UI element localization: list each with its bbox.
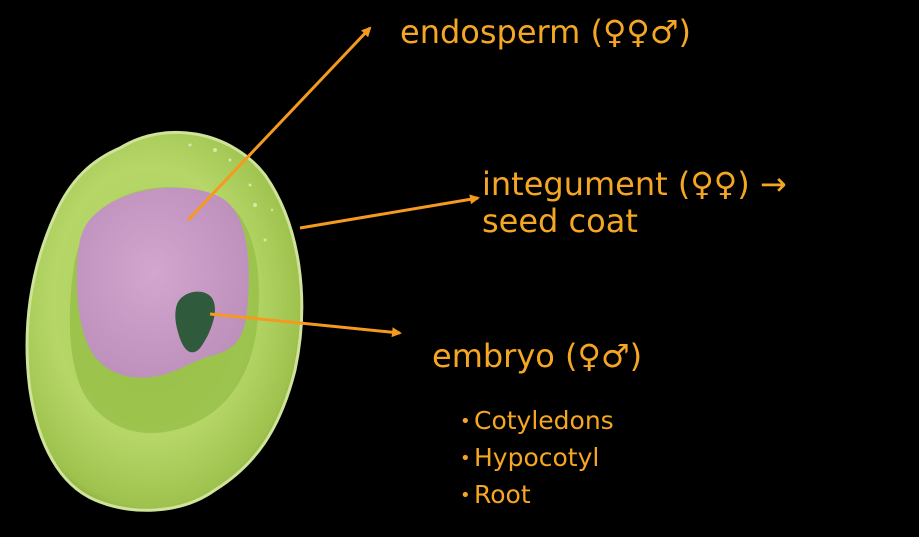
endosperm-arrow xyxy=(188,28,370,220)
embryo-parts-list: Cotyledons Hypocotyl Root xyxy=(460,403,614,514)
integument-symbols: ♀♀ xyxy=(690,165,737,203)
right-arrow-icon: → xyxy=(760,165,787,203)
endosperm-label: endosperm (♀♀♂) xyxy=(400,14,691,51)
embryo-symbols: ♀♂ xyxy=(578,337,630,375)
integument-open-paren: ( xyxy=(678,165,690,203)
embryo-part-root: Root xyxy=(460,477,614,514)
endosperm-name: endosperm xyxy=(400,13,580,51)
integument-label: integument (♀♀) → seed coat xyxy=(482,166,787,240)
integument-result: seed coat xyxy=(482,203,787,240)
endosperm-symbols: ♀♀♂ xyxy=(603,13,679,51)
embryo-open-paren: ( xyxy=(565,337,577,375)
endosperm-close-paren: ) xyxy=(679,13,691,51)
embryo-part-cotyledons: Cotyledons xyxy=(460,403,614,440)
embryo-name: embryo xyxy=(432,337,555,375)
integument-close-paren: ) xyxy=(737,165,749,203)
embryo-close-paren: ) xyxy=(630,337,642,375)
embryo-label: embryo (♀♂) xyxy=(432,338,642,375)
endosperm-region xyxy=(77,188,249,378)
endosperm-open-paren: ( xyxy=(590,13,602,51)
integument-arrow xyxy=(300,198,478,228)
integument-name: integument xyxy=(482,165,668,203)
embryo-part-hypocotyl: Hypocotyl xyxy=(460,440,614,477)
